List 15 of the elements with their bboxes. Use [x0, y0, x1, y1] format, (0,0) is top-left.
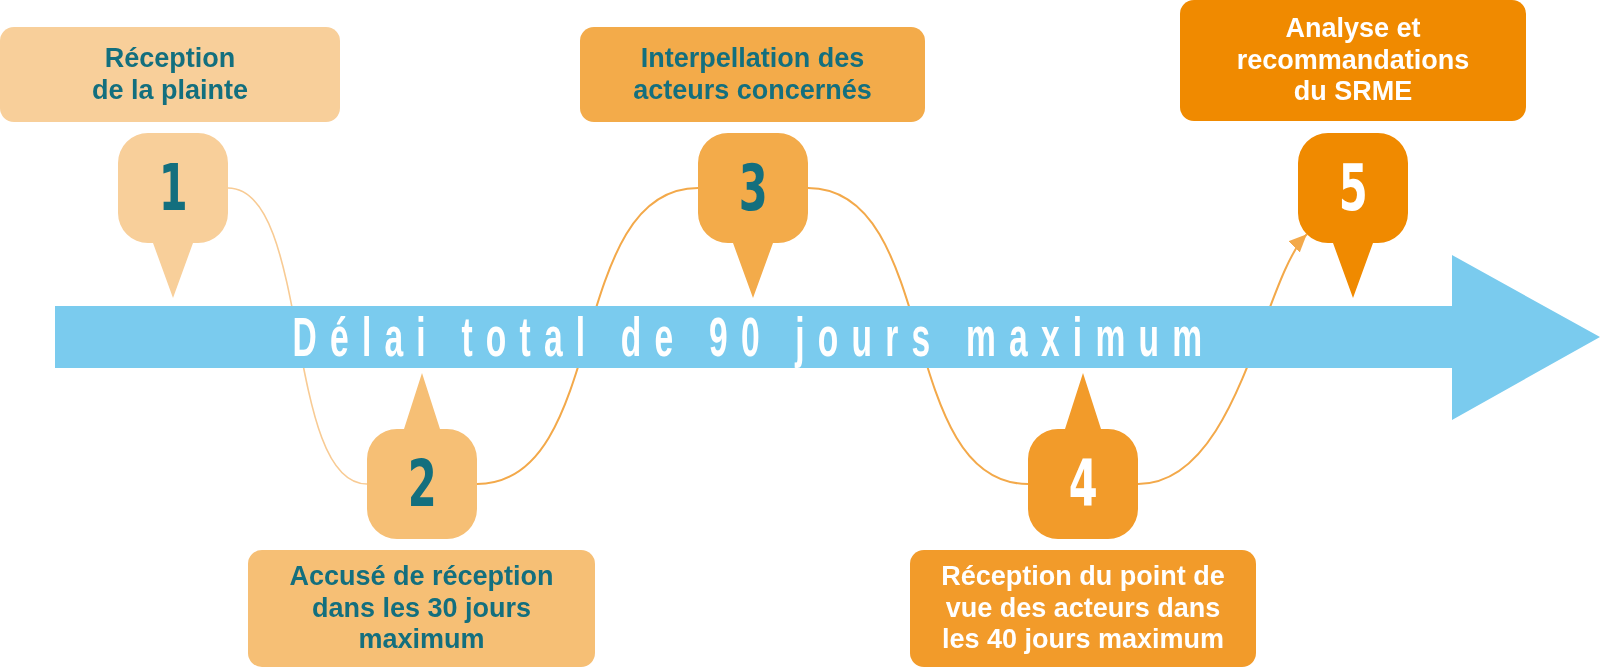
step-title: Réception de la plainte: [90, 42, 249, 107]
step-title: Accusé de réception dans les 30 jours maximum: [288, 560, 555, 657]
step-card: [910, 550, 1256, 667]
step-number: 1: [158, 156, 188, 220]
step-card: [1180, 0, 1526, 121]
step-card: [580, 27, 925, 122]
step-number: 2: [407, 452, 437, 516]
step-number: 4: [1068, 452, 1098, 516]
step-title: Réception du point de vue des acteurs dans les 40 jours maximum: [940, 560, 1226, 657]
step-card: [248, 550, 595, 667]
step-card: [0, 27, 340, 122]
step-number: 5: [1338, 156, 1368, 220]
step-number: 3: [738, 156, 768, 220]
step-title: Analyse et recommandations du SRME: [1235, 12, 1471, 109]
step-title: Interpellation des acteurs concernés: [632, 42, 873, 107]
